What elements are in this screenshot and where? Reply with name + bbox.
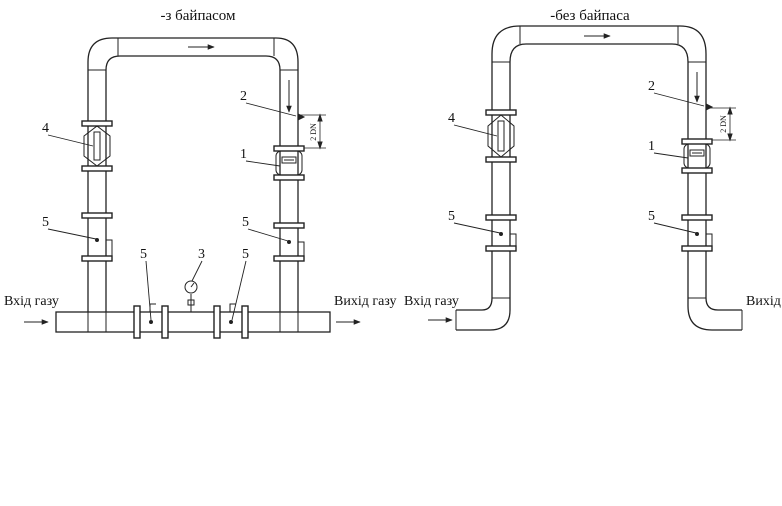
bypass-tap-right [229,303,236,312]
left-outlet-label: Вихід газу [334,294,397,309]
right-straightener-core [497,120,505,152]
left-leader-2 [245,102,297,117]
left-dim-arrow-bottom [317,141,323,150]
left-callout-4: 4 [42,121,49,136]
left-callout-5b: 5 [242,215,249,230]
right-flange-1-top [681,138,713,145]
right-flange-4-bottom [485,156,517,163]
right-leader-1 [653,152,689,159]
right-leader-5b [653,222,697,234]
right-flange-5-top [485,214,517,221]
right-outlet-label: Вихід [746,294,781,309]
scheme-with-bypass: -з байпасом 2 D [4,8,397,339]
right-tap-point-5b [695,232,699,236]
right-dim-arrow-bottom [727,133,733,142]
right-flange-5b-top [681,214,713,221]
right-callout-2: 2 [648,79,655,94]
left-tap-point-5 [95,238,99,242]
right-flange-5b-bottom [681,245,713,252]
left-temperature-sensor [297,113,306,121]
left-flange-1-bottom [273,174,305,181]
left-u-pipe-outer [87,37,299,312]
left-flange-5b-bottom [273,255,305,262]
bypass-tap-point-left [149,320,153,324]
left-flange-5-top [81,212,113,219]
left-gas-meter-display [281,156,297,164]
left-dimension-label: 2 DN [309,123,318,141]
left-tap-5 [106,239,113,258]
left-dim-arrow-top [317,113,323,122]
left-flange-4-bottom [81,165,113,172]
left-callout-2: 2 [240,89,247,104]
right-tap-point-5 [499,232,503,236]
gauge-valve [187,299,195,306]
left-leader-1 [245,160,281,167]
left-callout-1: 1 [240,147,247,162]
right-flange-5-bottom [485,245,517,252]
left-flange-5b-top [273,222,305,229]
right-pipe-inner [456,25,742,311]
right-callout-5a: 5 [448,209,455,224]
left-leader-5b [247,228,289,242]
left-leader-5c [145,260,152,321]
left-bottom-pipe [55,311,331,333]
left-tap-point-5b [287,240,291,244]
right-leader-4 [453,124,498,137]
bypass-tap-point-right [229,320,233,324]
left-callout-5d: 5 [242,247,249,262]
left-flange-4-top [81,120,113,127]
bypass-flange-4 [241,305,249,339]
right-callout-1: 1 [648,139,655,154]
left-tap-5b [298,241,305,258]
left-leader-4 [47,134,94,147]
bypass-flange-1 [133,305,141,339]
left-inlet-label: Вхід газу [4,294,59,309]
left-flange-5-bottom [81,255,113,262]
right-inlet-label: Вхід газу [404,294,459,309]
right-callout-4: 4 [448,111,455,126]
right-tap-5 [510,233,517,250]
bypass-flange-3 [213,305,221,339]
right-temperature-sensor [705,103,714,111]
left-straightener-core [93,131,101,161]
left-leader-3 [191,260,203,282]
right-tap-5b [706,233,713,250]
left-callout-5a: 5 [42,215,49,230]
right-flow-straightener [487,114,515,158]
left-callout-3: 3 [198,247,205,262]
scheme-without-bypass: -без байпаса 2 DN [404,8,781,331]
left-leader-5d [231,260,247,321]
pressure-gauge-needle [190,282,195,288]
right-callout-5b: 5 [648,209,655,224]
left-title: -з байпасом [160,8,236,24]
right-leader-2 [653,92,705,107]
bypass-tap-left [149,303,156,312]
pressure-gauge-icon [184,280,198,294]
right-pipe-outer [456,43,742,331]
left-callout-5c: 5 [140,247,147,262]
right-dim-arrow-top [727,106,733,115]
right-gas-meter-display [689,149,705,157]
right-flange-4-top [485,109,517,116]
left-flange-1-top [273,145,305,152]
left-leader-5a [47,228,97,240]
left-flow-straightener [83,125,111,167]
right-flange-1-bottom [681,167,713,174]
bypass-flange-2 [161,305,169,339]
right-leader-5a [453,222,501,234]
right-dimension-label: 2 DN [719,115,728,133]
left-u-pipe-inner [105,55,281,312]
right-title: -без байпаса [550,8,630,24]
